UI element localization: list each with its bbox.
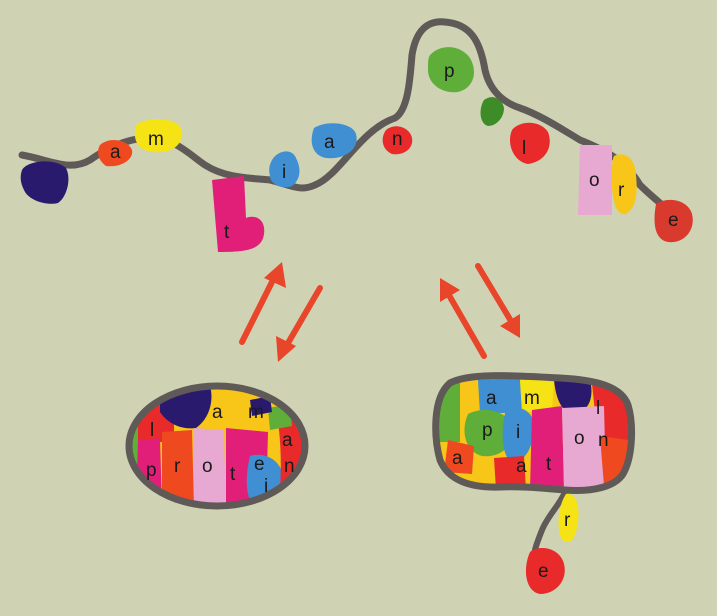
- residue-letter: o: [574, 428, 585, 449]
- residue-letter: l: [150, 420, 154, 441]
- residue-letter: n: [598, 430, 609, 451]
- residue-letter: t: [546, 454, 552, 475]
- residue-letter: a: [110, 142, 121, 163]
- residue: r: [612, 154, 637, 214]
- residue-letter: p: [444, 61, 455, 82]
- residue-letter: i: [264, 476, 268, 497]
- residue-letter: t: [230, 464, 236, 485]
- residue-letter: a: [452, 448, 463, 469]
- residue-letter: r: [174, 456, 181, 477]
- residue-letter: r: [618, 180, 625, 201]
- residue-letter: n: [284, 456, 295, 477]
- residue-letter: l: [596, 398, 600, 419]
- residue-letter: a: [324, 132, 335, 153]
- residue-letter: o: [202, 456, 213, 477]
- residue-letter: a: [486, 388, 497, 409]
- residue-letter: r: [564, 510, 571, 531]
- residue-letter: l: [522, 138, 526, 159]
- residue-letter: e: [538, 561, 549, 582]
- residue-letter: e: [254, 454, 265, 475]
- residue-letter: p: [146, 460, 157, 481]
- residue-letter: i: [516, 422, 520, 443]
- residue: m: [135, 119, 182, 152]
- residue-letter: e: [668, 210, 679, 231]
- residue-letter: t: [224, 222, 230, 243]
- residue-letter: m: [248, 402, 264, 423]
- residue-letter: m: [524, 388, 540, 409]
- residue-letter: o: [589, 170, 600, 191]
- residue: o: [578, 145, 612, 215]
- residue-letter: m: [148, 129, 164, 150]
- residue-letter: n: [392, 129, 403, 150]
- residue-letter: p: [482, 420, 493, 441]
- residue-letter: i: [282, 162, 286, 183]
- folded-protein-left: a m l p r o t e a n i: [128, 384, 308, 508]
- residue-letter: a: [516, 456, 527, 477]
- residue-letter: a: [212, 402, 223, 423]
- residue-letter: a: [282, 430, 293, 451]
